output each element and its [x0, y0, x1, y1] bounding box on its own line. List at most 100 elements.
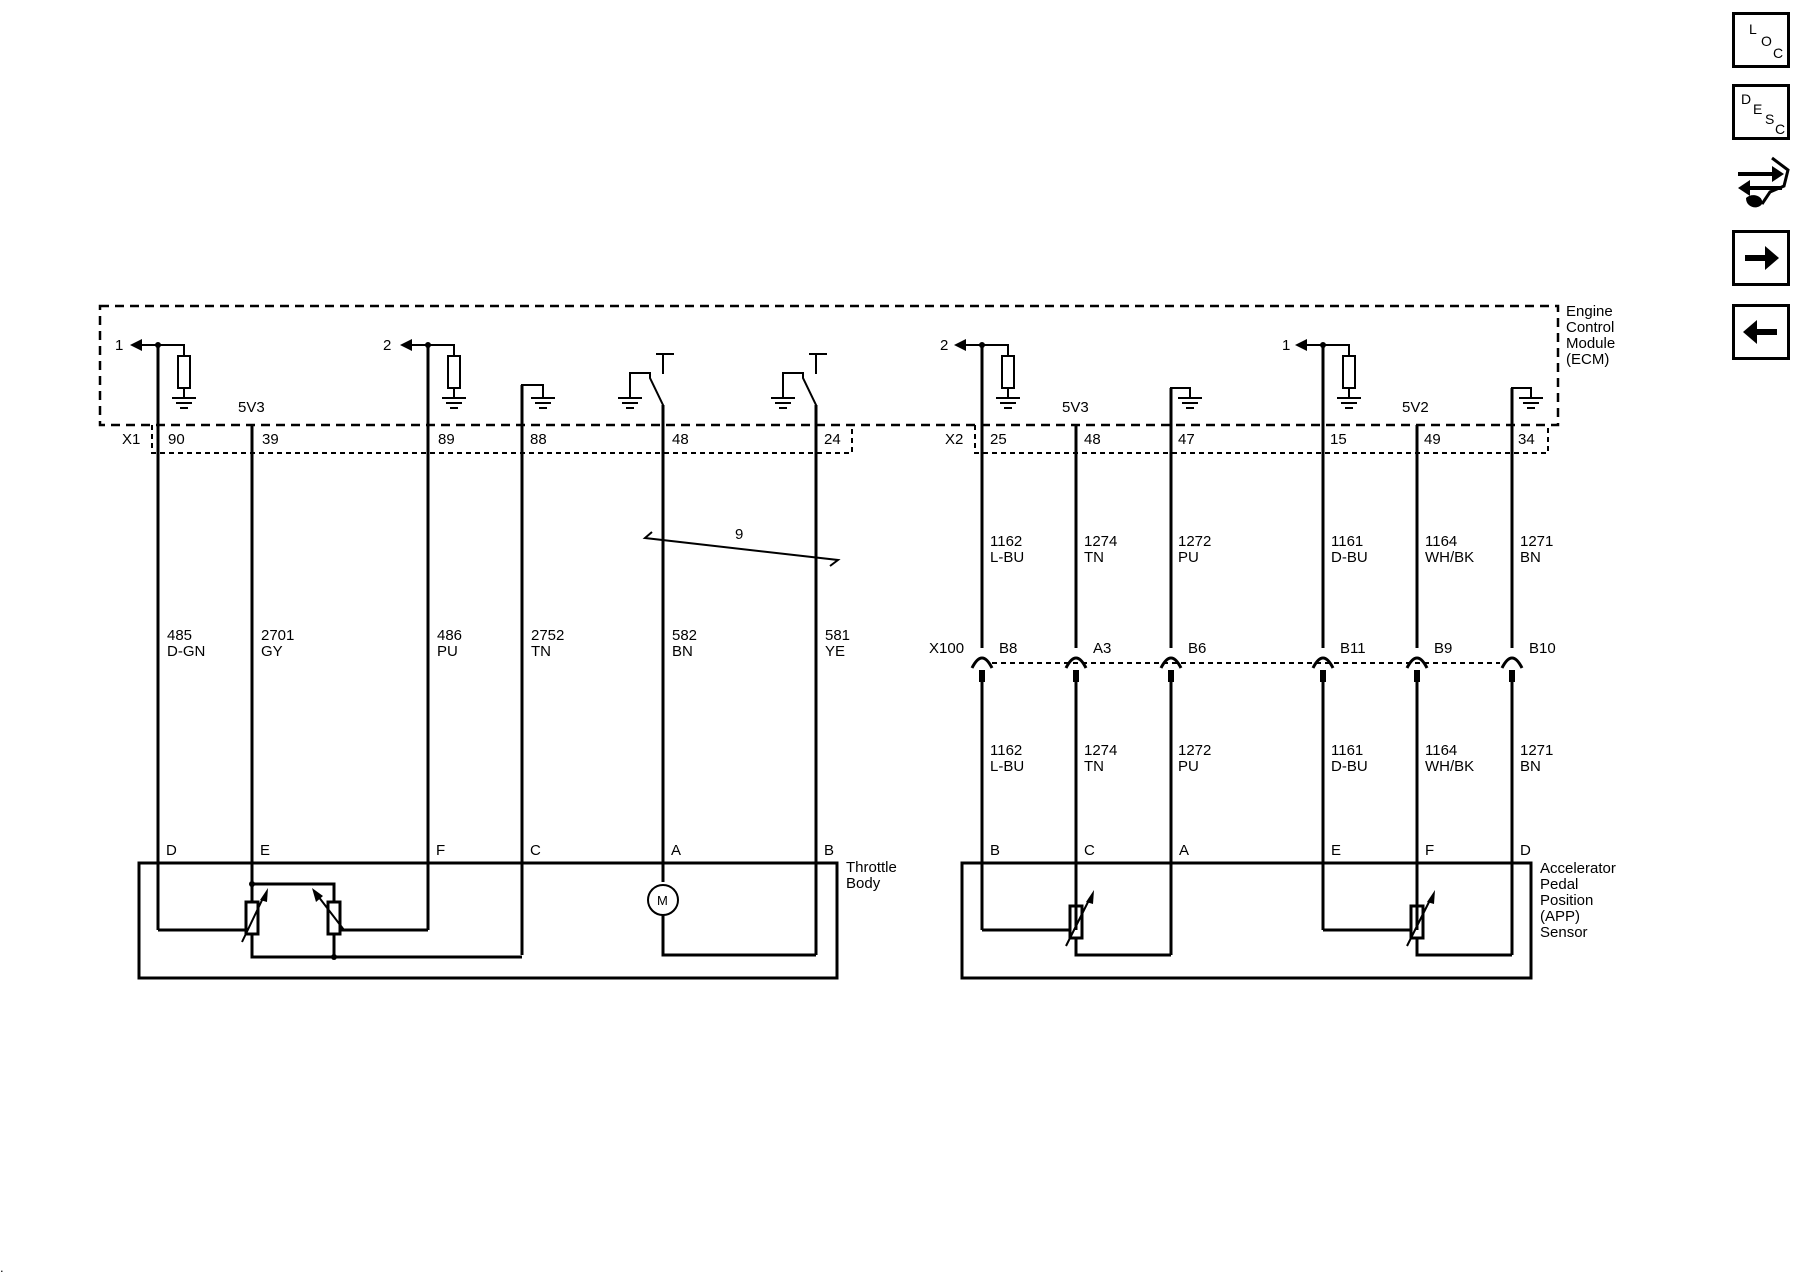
- x100-pin: B11: [1340, 640, 1366, 657]
- wire-color: BN: [1520, 758, 1541, 775]
- ref-2-left: 2: [383, 337, 391, 354]
- supply-5v3-x2: 5V3: [1062, 399, 1089, 416]
- next-page-button[interactable]: [1732, 230, 1790, 286]
- wire-color: TN: [1084, 549, 1104, 566]
- wire-color: D-BU: [1331, 758, 1368, 775]
- throttle-pin: D: [166, 842, 177, 859]
- schematic-icon[interactable]: [1732, 152, 1794, 214]
- throttle-body-label-1: Throttle: [846, 859, 897, 876]
- wire-color: WH/BK: [1425, 549, 1474, 566]
- wire-color: BN: [672, 643, 693, 660]
- previous-page-button[interactable]: [1732, 304, 1790, 360]
- twisted-pair-marker: [642, 531, 841, 567]
- ref-2-right: 2: [940, 337, 948, 354]
- wire-circuit: 1162: [990, 533, 1022, 550]
- app-sensor-label-4: (APP): [1540, 908, 1580, 925]
- throttle-pin: C: [530, 842, 541, 859]
- app-sensor-label-5: Sensor: [1540, 924, 1588, 941]
- x2-pin: 48: [1084, 431, 1101, 448]
- connector-x100-label: X100: [929, 640, 964, 657]
- connector-x2: X2: [945, 425, 1549, 454]
- app-pin: F: [1425, 842, 1434, 859]
- supply-5v3-x1: 5V3: [238, 399, 265, 416]
- wire-color: TN: [1084, 758, 1104, 775]
- x1-pin: 89: [438, 431, 455, 448]
- connector-x2-label: X2: [945, 431, 963, 448]
- wire-color: D-GN: [167, 643, 205, 660]
- loc-letter-c: C: [1773, 45, 1784, 61]
- wire-circuit: 1274: [1084, 533, 1117, 550]
- wire-circuit: 1271: [1520, 742, 1553, 759]
- wire-circuit: 485: [167, 627, 192, 644]
- app-sensor-box: [960, 861, 1533, 980]
- x1-pin: 90: [168, 431, 185, 448]
- wire-color: PU: [437, 643, 458, 660]
- throttle-body-box: [137, 861, 839, 980]
- throttle-pin: E: [260, 842, 270, 859]
- arrow-right-icon: [1745, 246, 1779, 270]
- connector-x1: X1: [122, 425, 853, 454]
- wire-circuit: 581: [825, 627, 850, 644]
- arrow-ref-2-icon: [400, 339, 412, 351]
- wire-circuit: 1161: [1331, 742, 1363, 759]
- x100-pin: A3: [1093, 640, 1111, 657]
- location-button[interactable]: L O C: [1732, 12, 1790, 68]
- wire-circuit: 1162: [990, 742, 1022, 759]
- ecm-label-2: Control: [1566, 319, 1614, 336]
- x2-pin: 34: [1518, 431, 1535, 448]
- wire-circuit: 1164: [1425, 742, 1457, 759]
- x2-pin: 49: [1424, 431, 1441, 448]
- wire-circuit: 2701: [261, 627, 294, 644]
- x100-pin: B8: [999, 640, 1017, 657]
- twisted-pair-label: 9: [735, 526, 743, 543]
- app-sensor-label-3: Position: [1540, 892, 1593, 909]
- desc-letter-d: D: [1741, 91, 1752, 107]
- wire-circuit: 486: [437, 627, 462, 644]
- app-pin: E: [1331, 842, 1341, 859]
- throttle-wire-labels: 485 D-GN 2701 GY 486 PU 2752 TN 582 BN 5…: [167, 627, 850, 660]
- ecm-label-4: (ECM): [1566, 351, 1609, 368]
- desc-letter-e: E: [1753, 101, 1763, 117]
- ref-1-left: 1: [115, 337, 123, 354]
- loc-letter-o: O: [1761, 33, 1772, 49]
- wire-circuit: 1274: [1084, 742, 1117, 759]
- ecm-label-3: Module: [1566, 335, 1615, 352]
- desc-letter-s: S: [1765, 111, 1775, 127]
- x100-pin: B10: [1529, 640, 1556, 657]
- loc-letter-l: L: [1749, 21, 1757, 37]
- wire-color: D-BU: [1331, 549, 1368, 566]
- wire-color: PU: [1178, 549, 1199, 566]
- description-button[interactable]: D E S C: [1732, 84, 1790, 140]
- x1-pin: 48: [672, 431, 689, 448]
- wire-color: BN: [1520, 549, 1541, 566]
- app-sensor-label-1: Accelerator: [1540, 860, 1616, 877]
- arrow-ref-1b-icon: [1295, 339, 1307, 351]
- x100-pin: B6: [1188, 640, 1206, 657]
- throttle-pin: F: [436, 842, 445, 859]
- wire-color: YE: [825, 643, 845, 660]
- wire-color: L-BU: [990, 549, 1024, 566]
- app-pin: B: [990, 842, 1000, 859]
- motor-label: M: [657, 893, 668, 908]
- wire-circuit: 2752: [531, 627, 564, 644]
- throttle-pin: A: [671, 842, 681, 859]
- wire-circuit: 1272: [1178, 533, 1211, 550]
- x2-pin: 25: [990, 431, 1007, 448]
- app-wire-labels-upper: 1162 L-BU 1274 TN 1272 PU 1161 D-BU 1164…: [990, 533, 1553, 566]
- app-pin: D: [1520, 842, 1531, 859]
- wire-circuit: 1161: [1331, 533, 1363, 550]
- app-pin: C: [1084, 842, 1095, 859]
- wire-color: PU: [1178, 758, 1199, 775]
- connector-x1-label: X1: [122, 431, 140, 448]
- throttle-pin: B: [824, 842, 834, 859]
- ecm-label-1: Engine: [1566, 303, 1613, 320]
- app-sensor-label-2: Pedal: [1540, 876, 1578, 893]
- app-wires: [980, 345, 1514, 955]
- wire-circuit: 582: [672, 627, 697, 644]
- arrow-left-icon: [1743, 320, 1777, 344]
- wire-color: WH/BK: [1425, 758, 1474, 775]
- wire-color: L-BU: [990, 758, 1024, 775]
- connector-x100: X100 B8 A3 B6 B11 B9 B10: [929, 640, 1556, 682]
- wire-color: GY: [261, 643, 283, 660]
- ecm-internal-circuits: 1 5V3 2 2 5V3: [115, 337, 1543, 425]
